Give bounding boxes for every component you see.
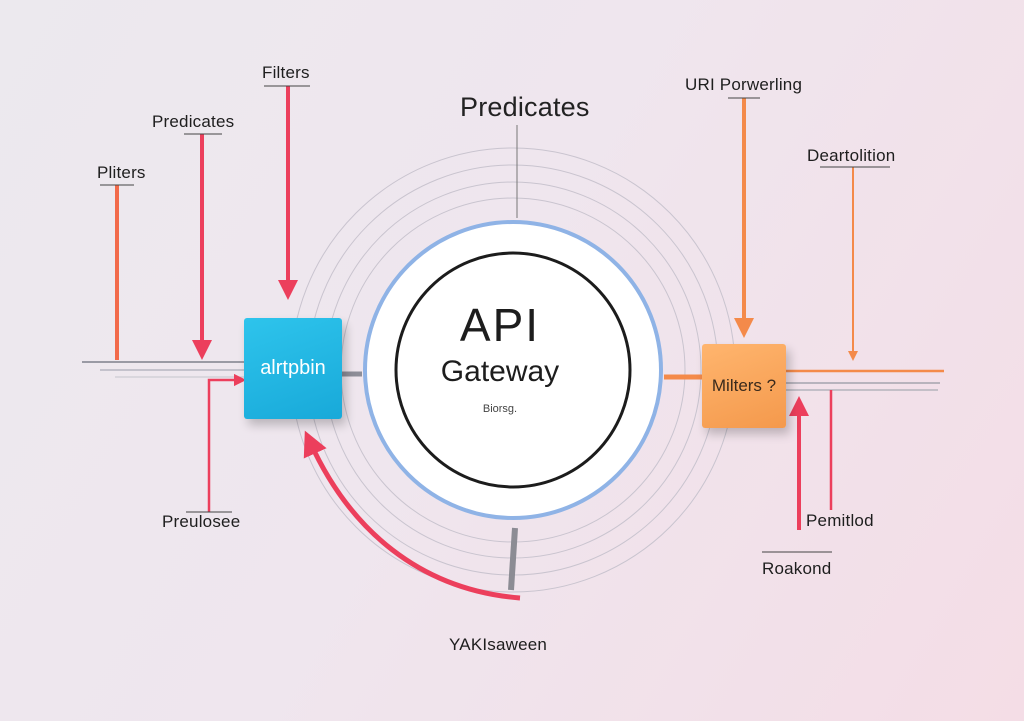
right-service-box[interactable]: Milters ?: [702, 344, 786, 428]
hub-title-line1: API: [459, 299, 541, 351]
label-pemitlod: Pemitlod: [806, 511, 874, 530]
diagram-title: Predicates: [460, 92, 590, 122]
label-uri-forwarding: URI Porwerling: [685, 75, 803, 94]
label-roakond: Roakond: [762, 559, 832, 578]
preulosee-arrow: [207, 373, 247, 512]
bottom-arc: [303, 430, 521, 601]
label-pliters: Pliters: [97, 163, 146, 182]
hub-title-line2: Gateway: [440, 355, 560, 388]
bottom-stem: [508, 527, 518, 591]
label-bottom-center: YAKIsaween: [449, 635, 548, 654]
right-connector-lines: [664, 369, 944, 391]
hub-caption: Biorsg.: [482, 403, 518, 415]
hub-inner-ring: [394, 251, 632, 489]
label-deartolition: Deartolition: [807, 146, 896, 165]
left-service-box[interactable]: alrtpbin: [244, 318, 342, 419]
label-predicates-left: Predicates: [152, 112, 235, 131]
label-filters-top: Filters: [262, 63, 310, 82]
label-preulosee: Preulosee: [162, 512, 241, 531]
left-connector-lines: [82, 361, 362, 378]
